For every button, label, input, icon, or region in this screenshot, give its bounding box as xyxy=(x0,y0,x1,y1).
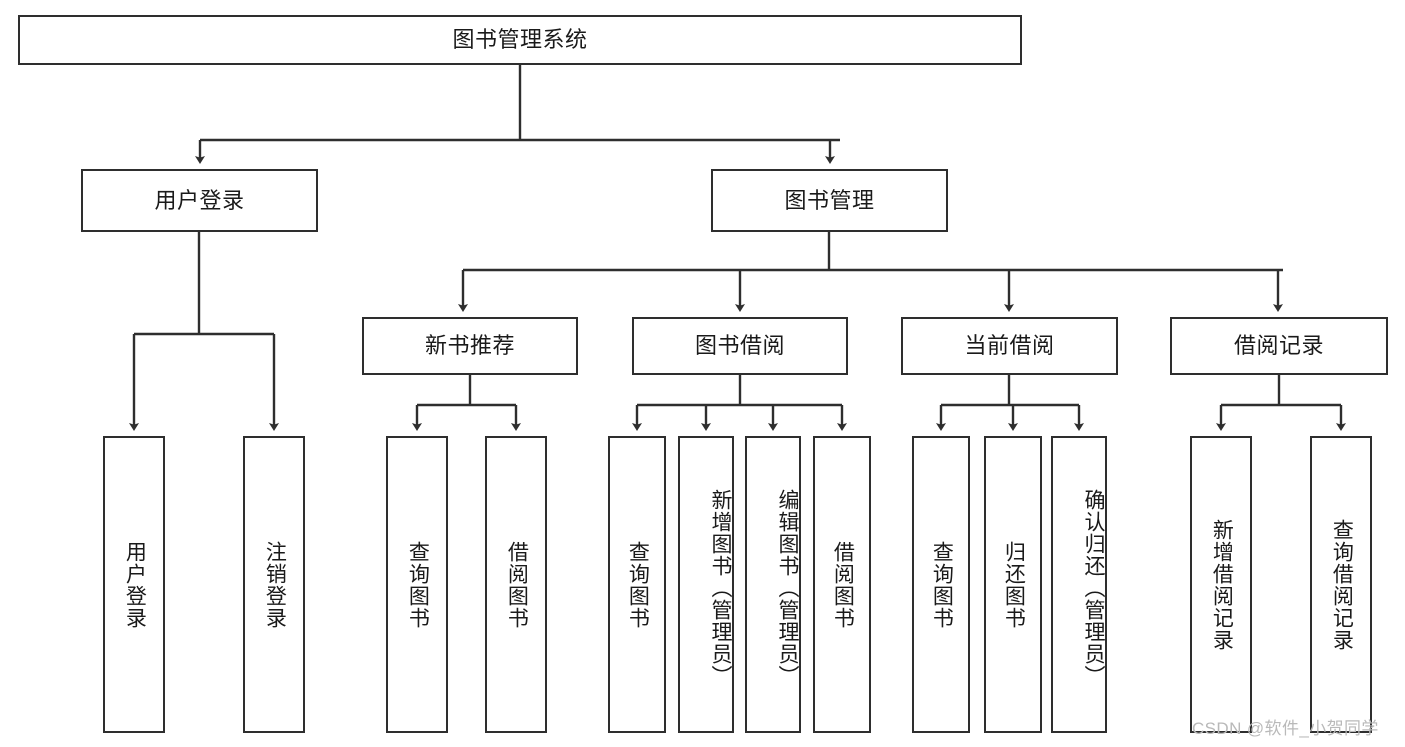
node-root-label: 图书管理系统 xyxy=(452,27,588,53)
node-leaf-return-book[interactable]: 归还图书 xyxy=(984,436,1042,733)
node-leaf-borrow-book-2[interactable]: 借阅图书 xyxy=(813,436,871,733)
node-leaf-add-book-label: 新增图书（管理员） xyxy=(709,488,732,687)
node-borrow-record[interactable]: 借阅记录 xyxy=(1170,317,1388,375)
node-leaf-query-book-3-label: 查询图书 xyxy=(930,540,954,629)
node-leaf-borrow-book-1-label: 借阅图书 xyxy=(505,540,529,629)
watermark-text: CSDN @软件_小贺同学 xyxy=(1192,719,1379,738)
node-leaf-query-book-2[interactable]: 查询图书 xyxy=(608,436,666,733)
node-leaf-user-login-label: 用户登录 xyxy=(123,540,147,629)
node-root[interactable]: 图书管理系统 xyxy=(18,15,1022,65)
node-leaf-query-record-label: 查询借阅记录 xyxy=(1330,518,1354,651)
node-new-book-rec-label: 新书推荐 xyxy=(424,333,515,359)
node-new-book-rec[interactable]: 新书推荐 xyxy=(362,317,578,375)
node-current-borrow[interactable]: 当前借阅 xyxy=(901,317,1118,375)
node-leaf-add-book[interactable]: 新增图书（管理员） xyxy=(678,436,734,733)
node-leaf-confirm-return-label: 确认归还（管理员） xyxy=(1082,488,1105,687)
node-current-borrow-label: 当前借阅 xyxy=(964,333,1055,359)
node-user-login[interactable]: 用户登录 xyxy=(81,169,318,232)
node-leaf-query-book-2-label: 查询图书 xyxy=(626,540,650,629)
node-user-login-label: 用户登录 xyxy=(154,187,245,213)
node-leaf-edit-book[interactable]: 编辑图书（管理员） xyxy=(745,436,801,733)
node-borrow-record-label: 借阅记录 xyxy=(1233,333,1324,359)
node-leaf-query-record[interactable]: 查询借阅记录 xyxy=(1310,436,1372,733)
node-book-borrow-label: 图书借阅 xyxy=(694,333,785,359)
node-leaf-user-login[interactable]: 用户登录 xyxy=(103,436,165,733)
node-leaf-add-record[interactable]: 新增借阅记录 xyxy=(1190,436,1252,733)
node-leaf-borrow-book-2-label: 借阅图书 xyxy=(831,540,855,629)
node-book-manage-label: 图书管理 xyxy=(784,187,875,213)
node-book-manage[interactable]: 图书管理 xyxy=(711,169,948,232)
node-leaf-borrow-book-1[interactable]: 借阅图书 xyxy=(485,436,547,733)
node-leaf-user-logout-label: 注销登录 xyxy=(263,540,287,629)
node-leaf-confirm-return[interactable]: 确认归还（管理员） xyxy=(1051,436,1107,733)
node-book-borrow[interactable]: 图书借阅 xyxy=(632,317,848,375)
node-leaf-user-logout[interactable]: 注销登录 xyxy=(243,436,305,733)
node-leaf-query-book-3[interactable]: 查询图书 xyxy=(912,436,970,733)
node-leaf-query-book-1-label: 查询图书 xyxy=(406,540,430,629)
node-leaf-return-book-label: 归还图书 xyxy=(1002,540,1026,629)
node-leaf-query-book-1[interactable]: 查询图书 xyxy=(386,436,448,733)
node-leaf-edit-book-label: 编辑图书（管理员） xyxy=(776,488,799,687)
node-leaf-add-record-label: 新增借阅记录 xyxy=(1210,518,1234,651)
